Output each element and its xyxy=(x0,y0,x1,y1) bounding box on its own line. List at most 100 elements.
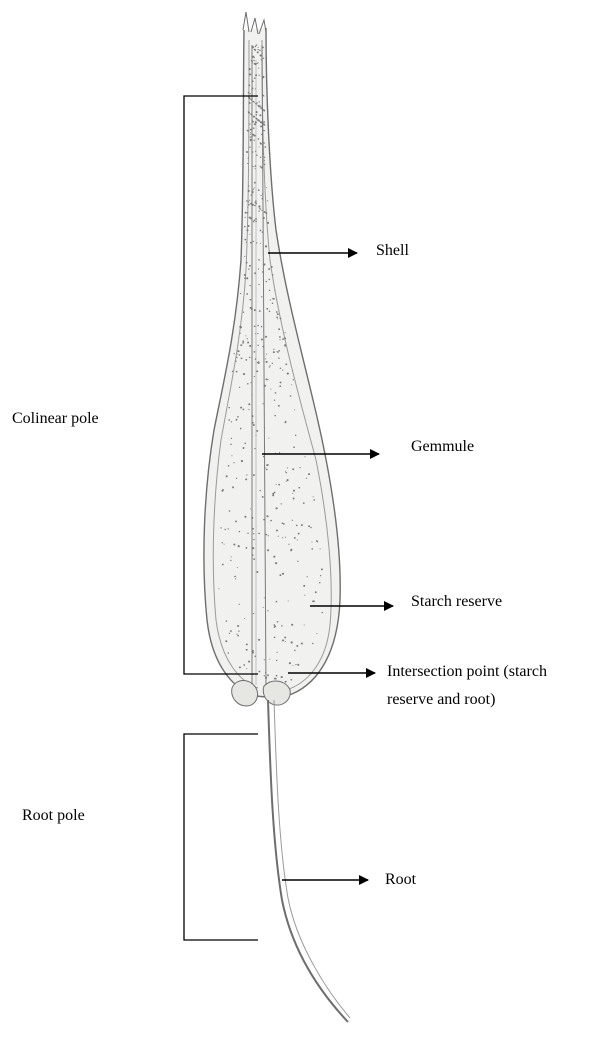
stipple-dot xyxy=(254,205,256,207)
stipple-dot xyxy=(311,548,313,550)
stipple-dot xyxy=(253,188,254,189)
stipple-dot xyxy=(250,357,251,358)
stipple-dot xyxy=(263,109,265,111)
stipple-dot xyxy=(264,597,265,598)
stipple-dot xyxy=(256,44,258,46)
stipple-dot xyxy=(266,187,267,188)
stipple-dot xyxy=(287,479,289,481)
stipple-dot xyxy=(261,296,262,297)
stipple-dot xyxy=(278,536,279,537)
stipple-dot xyxy=(290,395,292,397)
stipple-dot xyxy=(262,271,264,273)
stipple-dot xyxy=(246,668,247,669)
stipple-dot xyxy=(262,153,264,155)
stipple-dot xyxy=(256,102,257,103)
stipple-dot xyxy=(250,134,251,135)
stipple-dot xyxy=(236,371,238,373)
stipple-dot xyxy=(246,242,247,243)
stipple-dot xyxy=(246,229,248,231)
stipple-dot xyxy=(266,515,268,517)
stipple-dot xyxy=(256,571,258,573)
stipple-dot xyxy=(319,582,320,583)
stipple-dot xyxy=(254,376,255,377)
stipple-dot xyxy=(262,403,263,404)
stipple-dot xyxy=(226,620,227,621)
stipple-dot xyxy=(249,68,251,70)
stipple-dot xyxy=(244,516,246,518)
stipple-dot xyxy=(254,63,256,65)
stipple-dot xyxy=(222,489,224,491)
stipple-dot xyxy=(239,666,241,668)
stipple-dot xyxy=(258,120,260,122)
stipple-dot xyxy=(266,469,268,471)
stipple-dot xyxy=(254,351,256,353)
stipple-dot xyxy=(252,422,254,424)
stipple-dot xyxy=(255,200,257,202)
stipple-dot xyxy=(275,562,277,564)
stipple-dot xyxy=(316,633,317,634)
stipple-dot xyxy=(264,385,266,387)
stipple-dot xyxy=(244,443,246,445)
stipple-dot xyxy=(241,460,243,462)
stipple-dot xyxy=(228,528,229,529)
stipple-dot xyxy=(291,641,293,643)
stipple-dot xyxy=(256,114,258,116)
stipple-dot xyxy=(254,309,256,311)
stipple-dot xyxy=(249,123,250,124)
stipple-dot xyxy=(239,604,240,605)
stipple-dot xyxy=(258,639,260,641)
stipple-dot xyxy=(253,221,254,222)
stipple-dot xyxy=(256,111,258,113)
stipple-dot xyxy=(240,293,241,294)
stipple-dot xyxy=(248,225,250,227)
stipple-dot xyxy=(276,660,277,661)
stipple-dot xyxy=(248,201,249,202)
stipple-dot xyxy=(280,381,282,383)
stipple-dot xyxy=(258,284,259,285)
stipple-dot xyxy=(244,226,246,228)
shell-label: Shell xyxy=(376,237,409,264)
stipple-dot xyxy=(276,678,277,679)
stipple-dot xyxy=(253,533,254,534)
stipple-dot xyxy=(247,533,248,534)
stipple-dot xyxy=(270,520,272,522)
stipple-dot xyxy=(245,212,247,214)
stipple-dot xyxy=(258,138,260,140)
stipple-dot xyxy=(266,281,268,283)
stipple-dot xyxy=(250,218,252,220)
stipple-dot xyxy=(247,383,249,385)
seed-drawing xyxy=(204,12,350,1022)
stipple-dot xyxy=(261,195,262,196)
stipple-dot xyxy=(248,268,249,269)
stipple-dot xyxy=(230,444,231,445)
stipple-dot xyxy=(266,464,268,466)
stipple-dot xyxy=(250,136,251,137)
stipple-dot xyxy=(265,336,267,338)
stipple-dot xyxy=(310,527,312,529)
stipple-dot xyxy=(254,57,255,58)
stipple-dot xyxy=(240,333,241,334)
stipple-dot xyxy=(308,473,310,475)
stipple-dot xyxy=(260,55,262,57)
stipple-dot xyxy=(253,558,255,560)
stipple-dot xyxy=(254,102,255,103)
stipple-dot xyxy=(232,371,233,372)
stipple-dot xyxy=(237,625,239,627)
root-pole-label: Root pole xyxy=(22,802,85,829)
stipple-dot xyxy=(285,421,286,422)
stipple-dot xyxy=(248,190,250,192)
stipple-dot xyxy=(247,163,248,164)
stipple-dot xyxy=(244,256,245,257)
stipple-dot xyxy=(292,370,293,371)
stipple-dot xyxy=(282,537,283,538)
stipple-dot xyxy=(313,499,315,501)
stipple-dot xyxy=(257,325,258,326)
stipple-dot xyxy=(235,578,236,579)
stipple-dot xyxy=(267,610,268,611)
root-label: Root xyxy=(385,866,416,893)
stipple-dot xyxy=(228,652,229,653)
stipple-dot xyxy=(292,468,294,470)
seed-shell-outline xyxy=(204,28,340,697)
stipple-dot xyxy=(269,279,271,281)
stipple-dot xyxy=(265,534,267,536)
